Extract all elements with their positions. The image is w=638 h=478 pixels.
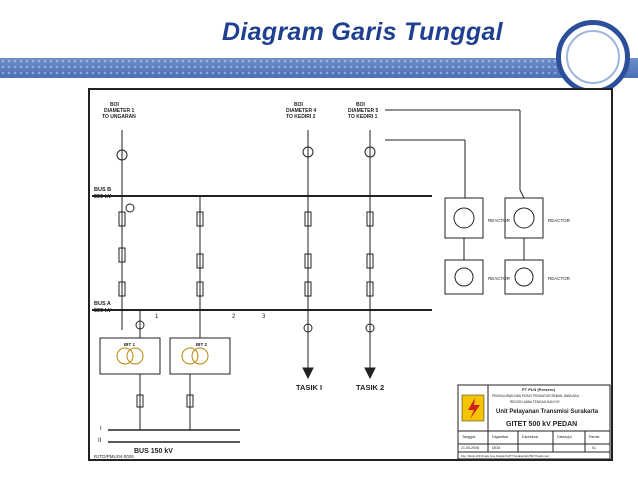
bay-4-label: BOI xyxy=(294,102,304,108)
tb-value-0: 21-05-2008 xyxy=(461,446,479,450)
decorative-circle-inner xyxy=(566,30,620,84)
ibt-1-box xyxy=(99,337,161,375)
bay-5-sub: DIAMETER 5 xyxy=(348,108,379,114)
title-block xyxy=(457,384,611,460)
bay-5-label: BOI xyxy=(356,102,366,108)
bus-a-name: BUS A xyxy=(94,301,111,307)
tb-header-0: Tanggal xyxy=(462,435,475,439)
marker-1: 1 xyxy=(155,314,159,320)
reactor-2-box xyxy=(504,197,544,239)
marker-2: 2 xyxy=(232,314,236,320)
bus-i-label: I xyxy=(100,426,102,432)
reactor-4-box xyxy=(504,259,544,295)
bus-a-kv: 500 kV xyxy=(94,308,112,314)
drawing-id: RJTD/PML/04-0026 xyxy=(94,454,134,459)
tb-unit: Unit Pelayanan Transmisi Surakarta xyxy=(496,409,599,415)
tb-value-4: 01 xyxy=(592,446,596,450)
ibt-1-label: IBT 1 xyxy=(124,342,135,347)
tb-header-4: Revisi xyxy=(589,435,599,439)
bus-b-kv: 500 kV xyxy=(94,194,112,200)
tb-header-3: Disetujui xyxy=(557,435,572,439)
header-bar xyxy=(0,58,638,78)
bus-150-label: BUS 150 kV xyxy=(134,448,173,455)
bay-4-to: TO KEDIRI 2 xyxy=(286,114,316,120)
tb-header-2: Diperiksa xyxy=(522,435,539,439)
ibt-2-label: IBT 2 xyxy=(196,342,207,347)
reactor-1-label: REACTOR xyxy=(488,218,511,223)
tb-line3: REGION JAWA TENGAH DAN DIY xyxy=(510,400,561,404)
bay-1-label: BOI xyxy=(110,102,120,108)
bay-5-to: TO KEDIRI 1 xyxy=(348,114,378,120)
tb-line2: PENYALURAN DAN PUSAT PENGATUR BEBAN JAWA… xyxy=(492,394,579,398)
reactor-1-box xyxy=(444,197,484,239)
feeder-tasik-2: TASIK 2 xyxy=(356,383,384,392)
diagram-frame xyxy=(88,88,613,461)
bay-4-sub: DIAMETER 4 xyxy=(286,108,317,114)
tb-value-1: DEDI xyxy=(492,446,500,450)
reactor-3-label: REACTOR xyxy=(488,276,511,281)
bus-b-name: BUS B xyxy=(94,187,111,193)
tb-file: File: I:\Enip-101\Single Line Diagram\UP… xyxy=(461,454,549,458)
reactor-2-label: REACTOR xyxy=(548,218,571,223)
header-bar-pattern xyxy=(0,58,560,78)
bus-ii-label: II xyxy=(98,438,102,444)
tb-header-1: Digambar xyxy=(492,435,509,439)
feeder-tasik-1: TASIK I xyxy=(296,383,322,392)
slide-title: Diagram Garis Tunggal xyxy=(222,18,503,46)
tb-company: PT PLN (Persero) xyxy=(522,387,556,392)
reactor-4-label: REACTOR xyxy=(548,276,571,281)
pln-logo xyxy=(461,394,485,422)
marker-3: 3 xyxy=(262,314,266,320)
bay-1-to: TO UNGARAN xyxy=(102,114,136,120)
bay-1-sub: DIAMETER 1 xyxy=(104,108,135,114)
reactor-3-box xyxy=(444,259,484,295)
tb-station: GITET 500 kV PEDAN xyxy=(506,421,577,428)
